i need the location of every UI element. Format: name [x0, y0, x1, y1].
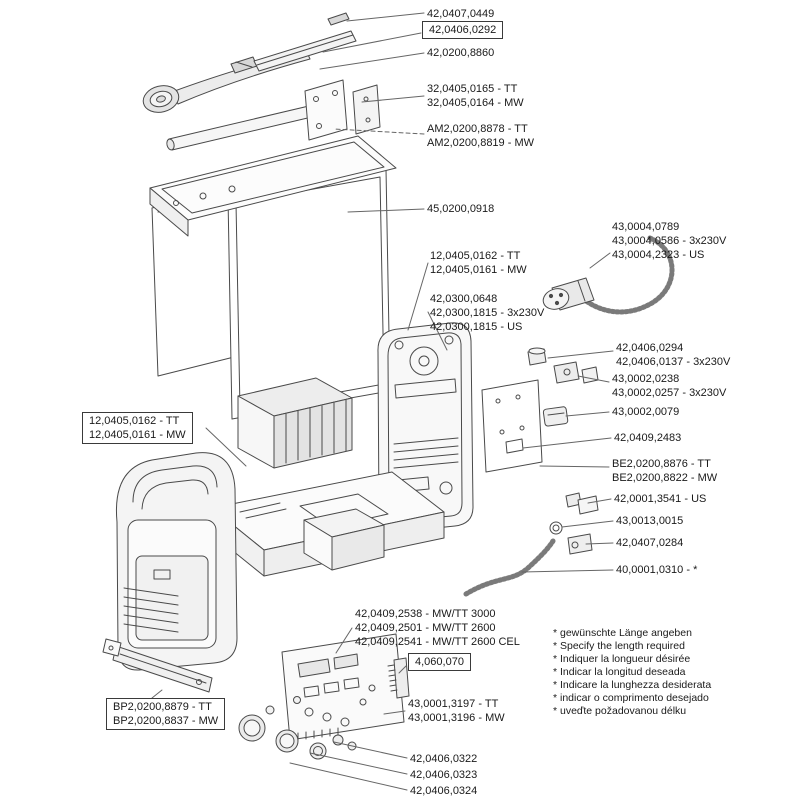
part-control-pcb: [281, 633, 405, 741]
part-label: 40,0001,0310 - *: [616, 564, 698, 576]
part-pin-connector: [387, 657, 410, 699]
part-label: 42,0406,0322: [410, 753, 478, 765]
part-label: 4,060,070: [415, 656, 464, 668]
part-label: 12,0405,0161 - MW: [89, 429, 186, 441]
part-label-box: 4,060,070: [408, 653, 471, 671]
part-label: 42,0406,0323: [410, 769, 478, 781]
part-label: BE2,0200,8822 - MW: [612, 472, 718, 484]
part-transformer: [237, 377, 353, 469]
footnote-line: * Indicar la longitud deseada: [553, 666, 686, 678]
part-label: 43,0001,3196 - MW: [408, 712, 505, 724]
part-label: 32,0405,0165 - TT: [427, 83, 518, 95]
part-label: 43,0002,0238: [612, 373, 680, 385]
part-label-box: 42,0406,0292: [422, 21, 504, 39]
part-label: 42,0409,2541 - MW/TT 2600 CEL: [355, 636, 520, 648]
part-handle-rail: [253, 30, 357, 72]
footnote-line: * uveďte požadovanou délku: [553, 705, 687, 717]
part-label: 42,0300,1815 - 3x230V: [430, 307, 545, 319]
part-label: 42,0409,2501 - MW/TT 2600: [355, 622, 496, 634]
part-label: BP2,0200,8879 - TT: [113, 701, 212, 713]
part-label: 42,0409,2538 - MW/TT 3000: [355, 608, 496, 620]
part-label: 42,0406,0324: [410, 785, 478, 797]
part-label: 42,0407,0449: [427, 8, 495, 20]
part-top-strip: [327, 12, 350, 26]
part-label: 42,0001,3541 - US: [614, 493, 707, 505]
length-footnotes: * gewünschte Länge angeben * Specify the…: [553, 627, 711, 718]
part-label: 43,0013,0015: [616, 515, 684, 527]
part-label: 42,0409,2483: [614, 432, 682, 444]
footnote-line: * Indicare la lunghezza desiderata: [553, 679, 712, 691]
part-label: 12,0405,0162 - TT: [89, 415, 180, 427]
part-control-knobs: [238, 696, 357, 760]
part-label: 42,0200,8860: [427, 47, 495, 59]
part-internal-cable: [463, 538, 556, 597]
footnote-line: * gewünschte Länge angeben: [553, 627, 692, 639]
part-label: 42,0300,1815 - US: [430, 321, 523, 333]
part-inner-duct: [303, 508, 385, 571]
part-label: AM2,0200,8878 - TT: [427, 123, 528, 135]
part-label: 32,0405,0164 - MW: [427, 97, 524, 109]
part-label: 42,0407,0284: [616, 537, 684, 549]
part-label: 12,0405,0161 - MW: [430, 264, 527, 276]
part-mounting-bracket: [304, 79, 381, 141]
part-rear-plate: [481, 379, 543, 473]
part-label-box: 12,0405,0162 - TT 12,0405,0161 - MW: [82, 412, 193, 444]
leader-lines: [151, 12, 614, 791]
footnote-line: * indicar o comprimento desejado: [553, 692, 709, 704]
part-label: 12,0405,0162 - TT: [430, 250, 521, 262]
part-label: BP2,0200,8837 - MW: [113, 715, 219, 727]
part-label: 42,0406,0294: [616, 342, 684, 354]
part-top-cover: [149, 135, 397, 237]
part-small-components: [527, 347, 599, 555]
part-label: 42,0406,0137 - 3x230V: [616, 356, 731, 368]
part-label: 43,0004,0789: [612, 221, 680, 233]
footnote-line: * Specify the length required: [553, 640, 685, 652]
part-label: AM2,0200,8819 - MW: [427, 137, 534, 149]
part-bottom-rail: [102, 638, 213, 693]
part-label-box: BP2,0200,8879 - TT BP2,0200,8837 - MW: [106, 698, 226, 730]
part-front-shell: [115, 452, 238, 671]
part-label: BE2,0200,8876 - TT: [612, 458, 711, 470]
part-power-cable-plug: [542, 235, 675, 315]
part-label: 43,0004,2323 - US: [612, 249, 705, 261]
part-label: 42,0406,0292: [429, 24, 497, 36]
footnote-line: * Indiquer la longueur désirée: [553, 653, 691, 665]
part-label: 43,0002,0079: [612, 406, 680, 418]
part-label: 45,0200,0918: [427, 203, 495, 215]
part-label: 43,0002,0257 - 3x230V: [612, 387, 727, 399]
part-label: 43,0001,3197 - TT: [408, 698, 499, 710]
part-label: 43,0004,0586 - 3x230V: [612, 235, 727, 247]
part-label: 42,0300,0648: [430, 293, 498, 305]
